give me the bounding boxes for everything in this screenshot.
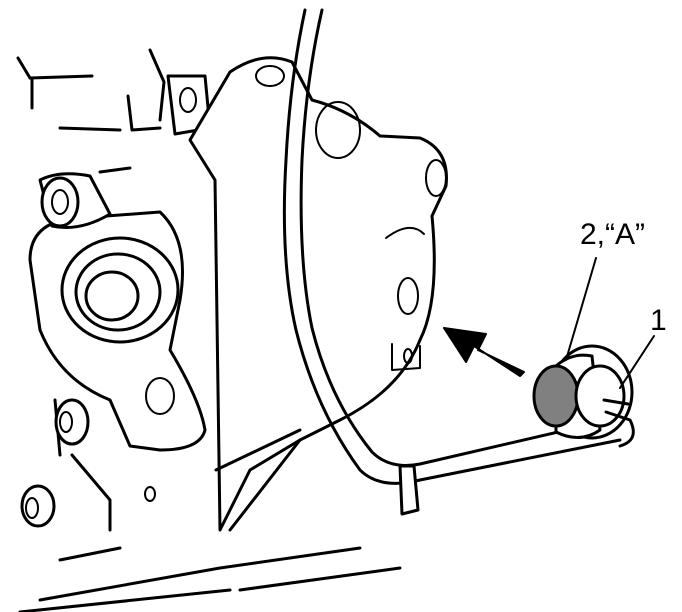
- direction-arrow-icon: [443, 327, 525, 377]
- leader-lines: [565, 257, 655, 389]
- callout-label-1: 1: [650, 304, 667, 337]
- seal-plug: [532, 344, 635, 448]
- callout-label-2-a: 2,“A”: [580, 218, 646, 251]
- housing-body: [188, 56, 448, 532]
- seal-element: [532, 364, 580, 428]
- upper-cylinder: [38, 172, 112, 229]
- small-bolts: [20, 398, 156, 528]
- engine-block: [16, 48, 402, 612]
- hose: [282, 8, 622, 516]
- left-boss: [28, 210, 207, 452]
